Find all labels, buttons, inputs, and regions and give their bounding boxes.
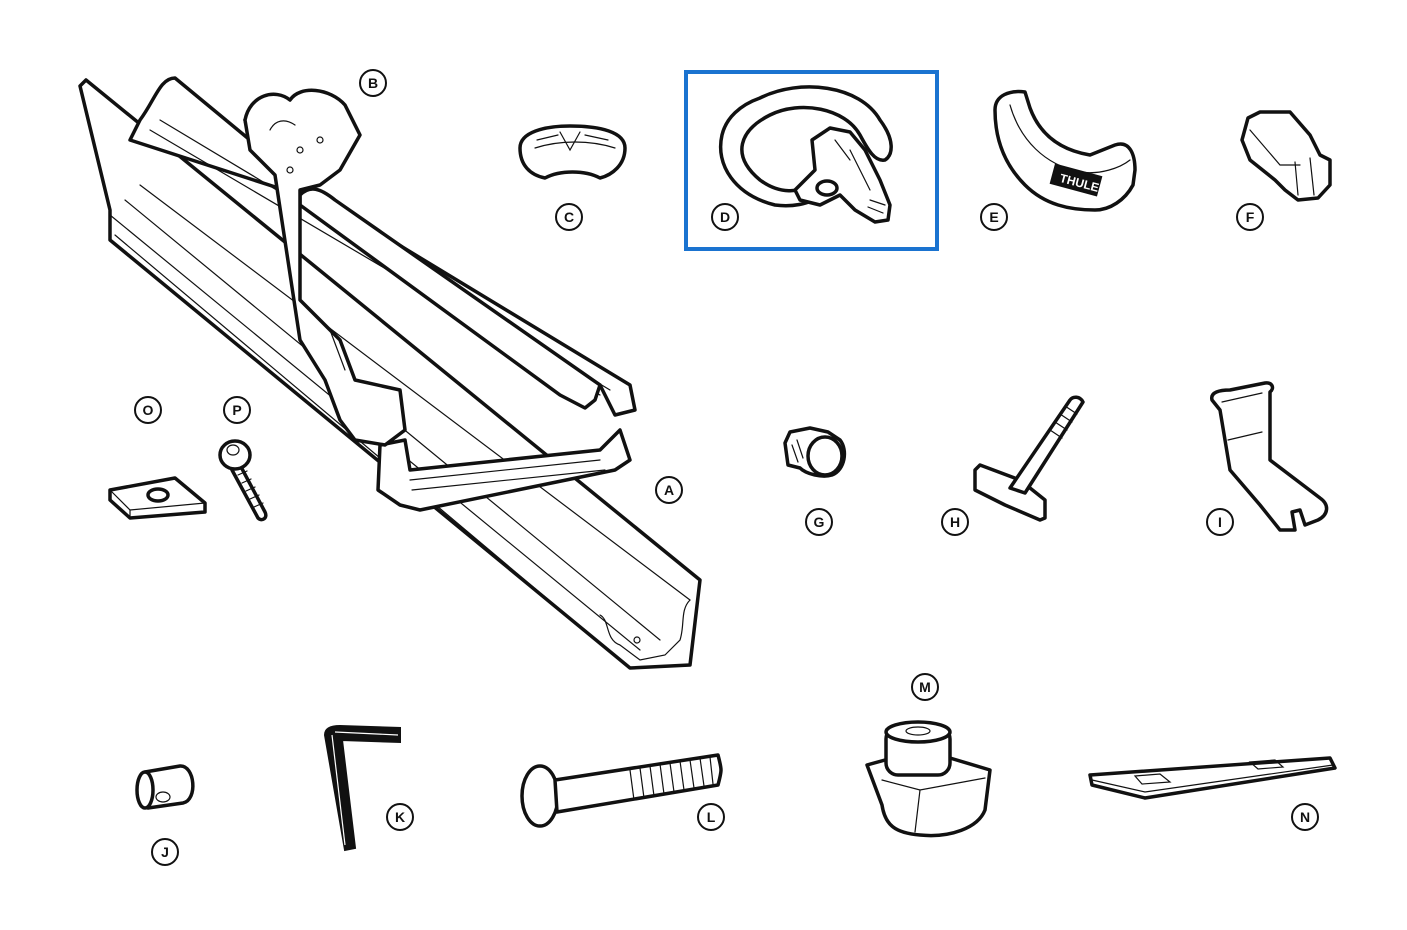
callout-p[interactable]: P — [223, 396, 251, 424]
callout-e[interactable]: E — [980, 203, 1008, 231]
hook-strap-illustration — [719, 85, 893, 224]
plug-illustration — [783, 426, 847, 478]
bracket-illustration — [1210, 381, 1329, 532]
callout-j[interactable]: J — [151, 838, 179, 866]
callout-b[interactable]: B — [359, 69, 387, 97]
callout-k[interactable]: K — [386, 803, 414, 831]
callout-m[interactable]: M — [911, 673, 939, 701]
callout-a[interactable]: A — [655, 476, 683, 504]
strap-buckle-illustration — [1240, 110, 1332, 202]
callout-l[interactable]: L — [697, 803, 725, 831]
selected-part-highlight — [684, 70, 939, 251]
wheel-cradle-illustration: THULE — [993, 89, 1137, 212]
square-nut-plate-illustration — [108, 476, 207, 520]
callout-f[interactable]: F — [1236, 203, 1264, 231]
plate-illustration — [1088, 756, 1337, 800]
callout-d[interactable]: D — [711, 203, 739, 231]
end-cap-illustration — [518, 124, 627, 180]
socket-cap-screw-illustration — [218, 439, 268, 522]
callout-o[interactable]: O — [134, 396, 162, 424]
carriage-bolt-illustration — [520, 753, 723, 828]
callout-h[interactable]: H — [941, 508, 969, 536]
callout-n[interactable]: N — [1291, 803, 1319, 831]
barrel-nut-illustration — [135, 764, 195, 810]
knob-nut-illustration — [865, 720, 992, 838]
hex-key-illustration — [323, 724, 401, 852]
callout-g[interactable]: G — [805, 508, 833, 536]
callout-c[interactable]: C — [555, 203, 583, 231]
callout-i[interactable]: I — [1206, 508, 1234, 536]
tray-rail-illustration — [78, 76, 702, 670]
t-bolt-illustration — [973, 395, 1085, 522]
